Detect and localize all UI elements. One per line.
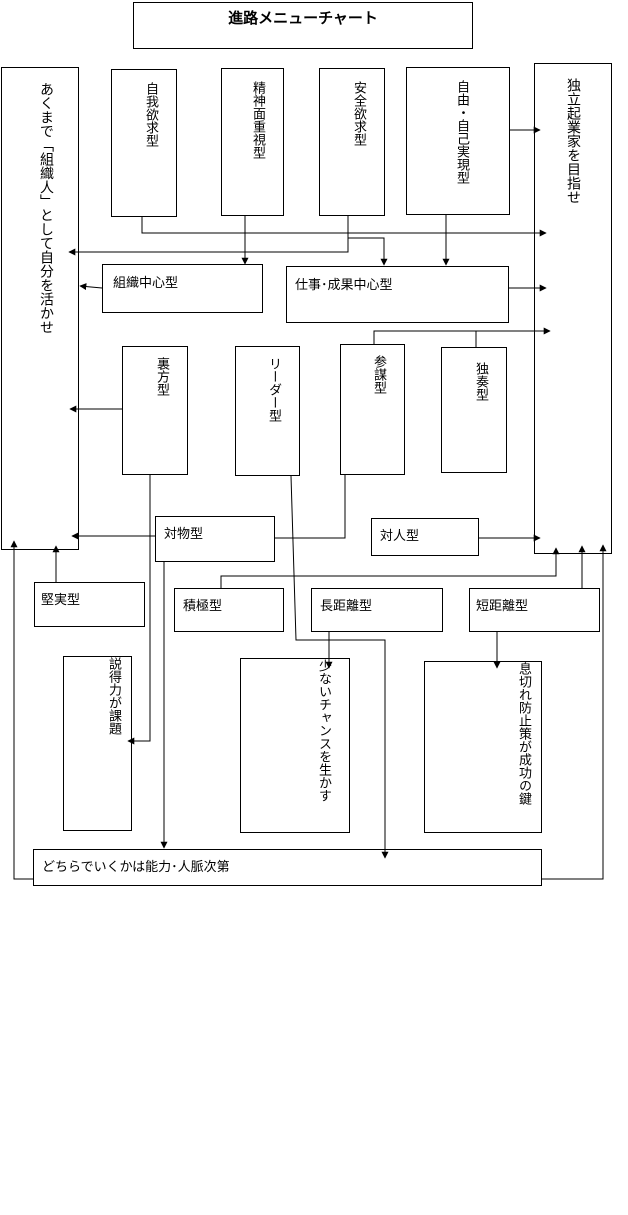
organization-person-box: あくまで「組織人」として自分を活かせ	[1, 67, 79, 550]
urakata-label: 裏方型	[154, 357, 169, 396]
tankyori-label: 短距離型	[476, 599, 529, 614]
entrepreneur-label: 独立起業家を目指せ	[565, 78, 581, 204]
line-jiga-to-independent	[141, 217, 547, 237]
line-urakata-to-settoku	[127, 475, 151, 745]
line-sanbo-down	[275, 475, 346, 539]
line-soshiki-to-organization	[79, 283, 103, 291]
bottom-label: どちらでいくかは能力･人脈次第	[42, 860, 230, 875]
jiga-label: 自我欲求型	[143, 82, 158, 147]
soshiki-box: 組織中心型	[102, 264, 263, 313]
taijin-label: 対人型	[380, 529, 420, 544]
line-anzen-to-organization	[68, 216, 349, 256]
taibutsu-box: 対物型	[155, 516, 275, 562]
dokuso-box: 独奏型	[441, 347, 507, 473]
line-leader-down	[290, 475, 389, 859]
jiyu-box: 自由・自己実現型	[406, 67, 510, 215]
taijin-box: 対人型	[371, 518, 479, 556]
sanbo-label: 参謀型	[371, 355, 386, 394]
shigoto-label: 仕事･成果中心型	[295, 278, 393, 293]
title-box: 進路メニューチャート	[133, 2, 473, 49]
soshiki-label: 組織中心型	[113, 276, 179, 291]
line-bottom-to-independent	[542, 544, 607, 880]
settoku-label: 説得力が課題	[106, 657, 121, 735]
urakata-box: 裏方型	[122, 346, 188, 475]
chance-label: 少ないチャンスを生かす	[316, 659, 331, 802]
tankyori-box: 短距離型	[469, 588, 600, 632]
leader-label: リーダー型	[266, 357, 281, 422]
chance-box: 少ないチャンスを生かす	[240, 658, 350, 833]
line-bottom-to-organization	[10, 540, 33, 880]
sekkyoku-box: 積極型	[174, 588, 284, 632]
jiyu-label: 自由・自己実現型	[454, 80, 469, 184]
sekkyoku-label: 積極型	[183, 599, 223, 614]
anzen-label: 安全欲求型	[351, 81, 366, 146]
seishin-box: 精神面重視型	[221, 68, 284, 216]
jiga-box: 自我欲求型	[111, 69, 177, 217]
kenjitsu-box: 堅実型	[34, 582, 145, 627]
chokyori-box: 長距離型	[311, 588, 443, 632]
line-anzen-to-shigoto	[348, 237, 388, 266]
dokuso-label: 独奏型	[473, 362, 488, 401]
leader-box: リーダー型	[235, 346, 300, 476]
kenjitsu-label: 堅実型	[41, 593, 81, 608]
entrepreneur-box: 独立起業家を目指せ	[534, 63, 612, 554]
ikigire-box: 息切れ防止策が成功の鍵	[424, 661, 542, 833]
chart-title: 進路メニューチャート	[228, 9, 378, 27]
shigoto-box: 仕事･成果中心型	[286, 266, 509, 323]
taibutsu-label: 対物型	[164, 527, 204, 542]
seishin-label: 精神面重視型	[250, 81, 265, 159]
line-sekkyoku-to-independent	[220, 547, 560, 588]
sanbo-box: 参謀型	[340, 344, 405, 475]
bottom-box: どちらでいくかは能力･人脈次第	[33, 849, 542, 886]
organization-person-label: あくまで「組織人」として自分を活かせ	[38, 82, 54, 334]
settoku-box: 説得力が課題	[63, 656, 132, 831]
chokyori-label: 長距離型	[320, 599, 373, 614]
line-sanbo-to-independent	[373, 327, 551, 344]
anzen-box: 安全欲求型	[319, 68, 385, 216]
